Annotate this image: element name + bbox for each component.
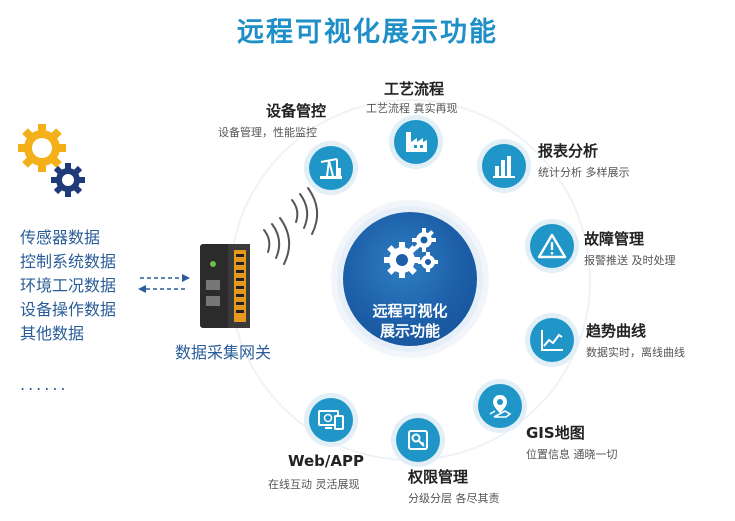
node-gis: [478, 384, 522, 428]
node-title: 趋势曲线: [586, 322, 647, 340]
source-item-control-system: 控制系统数据: [20, 252, 117, 271]
source-item-equipment-operation: 设备操作数据: [20, 300, 117, 319]
center-title-line1: 远程可视化: [372, 302, 448, 320]
source-item-sensor: 传感器数据: [20, 228, 101, 247]
oil-pump-icon: [320, 158, 342, 179]
node-subtitle: 位置信息 通晓一切: [526, 448, 618, 461]
node-report: [482, 144, 526, 188]
bar-chart-icon: [493, 156, 515, 178]
node-title: GIS地图: [526, 424, 585, 442]
node-process: [394, 120, 438, 164]
source-item-environment: 环境工况数据: [20, 276, 117, 295]
node-subtitle: 工艺流程 真实再现: [366, 102, 458, 115]
map-pin-icon: [489, 395, 512, 418]
bidirectional-arrow-icon: [138, 274, 190, 293]
page-title: 远程可视化展示功能: [237, 17, 498, 48]
node-subtitle: 统计分析 多样展示: [538, 166, 630, 179]
key-icon: [408, 430, 428, 450]
node-title: 故障管理: [584, 230, 645, 248]
node-subtitle: 设备管理，性能监控: [218, 126, 317, 139]
center-title-line2: 展示功能: [379, 322, 440, 340]
gears-icon: [18, 124, 85, 197]
source-item-other: 其他数据: [20, 324, 85, 343]
gateway-device-icon: [200, 244, 250, 328]
factory-icon: [406, 132, 427, 152]
node-fault: [530, 224, 574, 268]
node-subtitle: 报警推送 及时处理: [584, 254, 676, 267]
node-title: Web/APP: [288, 452, 364, 470]
node-title: 权限管理: [408, 468, 469, 486]
warning-icon: [537, 233, 567, 259]
node-subtitle: 在线互动 灵活展现: [268, 478, 360, 491]
wireless-signal-icon: [263, 187, 319, 265]
node-webapp: [309, 398, 353, 442]
web-app-icon: [318, 410, 344, 430]
gears-icon: [384, 228, 438, 278]
gateway-label: 数据采集网关: [175, 343, 272, 362]
node-subtitle: 数据实时，离线曲线: [586, 346, 685, 359]
node-equipment: [309, 146, 353, 190]
node-title: 工艺流程: [384, 80, 445, 98]
node-title: 报表分析: [538, 142, 599, 160]
node-permission: [396, 418, 440, 462]
node-trend: [530, 318, 574, 362]
center-hub: [343, 212, 477, 346]
line-chart-icon: [541, 330, 563, 351]
node-subtitle: 分级分层 各尽其责: [408, 492, 500, 505]
node-title: 设备管控: [266, 102, 327, 120]
ellipsis: ......: [20, 375, 69, 394]
